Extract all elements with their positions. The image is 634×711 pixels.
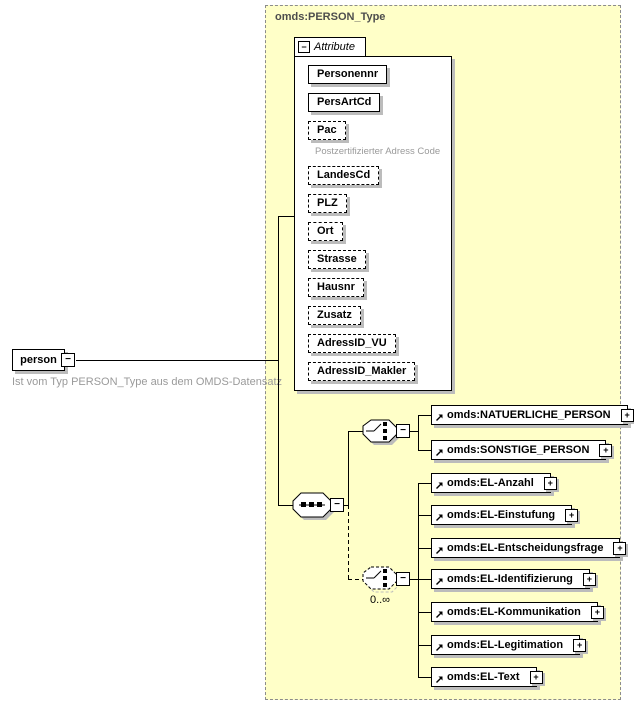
minus-icon: −	[334, 499, 340, 510]
attribute-label: Personennr	[317, 68, 379, 80]
element-el-kommunikation[interactable]: omds:EL-Kommunikation +	[431, 602, 604, 622]
expand-toggle[interactable]: +	[529, 671, 543, 684]
element-label: omds:NATUERLICHE_PERSON	[447, 409, 611, 421]
attribute-adressid-makler[interactable]: AdressID_Makler	[308, 362, 416, 381]
expand-toggle[interactable]: +	[573, 639, 587, 652]
attribute-label: PLZ	[317, 197, 338, 209]
element-el-legitimation[interactable]: omds:EL-Legitimation +	[431, 635, 587, 655]
plus-icon: +	[533, 672, 539, 682]
element-natuerliche-person[interactable]: omds:NATUERLICHE_PERSON +	[431, 405, 634, 425]
attribute-ort[interactable]: Ort	[308, 222, 343, 241]
minus-icon: −	[400, 425, 406, 436]
attribute-pac[interactable]: Pac	[308, 121, 346, 140]
expand-toggle[interactable]: +	[613, 542, 627, 555]
attribute-label: LandesCd	[317, 169, 371, 181]
attribute-adressid-vu[interactable]: AdressID_VU	[308, 334, 396, 353]
plus-icon: +	[547, 478, 553, 488]
root-element-label: person	[20, 354, 57, 366]
reference-arrow-icon	[436, 676, 443, 683]
element-label: omds:EL-Legitimation	[447, 639, 564, 651]
attributes-tab[interactable]: − Attribute	[294, 37, 366, 57]
collapse-toggle-attributes[interactable]: −	[298, 41, 310, 53]
attribute-plz[interactable]: PLZ	[308, 194, 347, 213]
element-label: omds:SONSTIGE_PERSON	[447, 444, 590, 456]
plus-icon: +	[576, 640, 583, 650]
collapse-toggle-sequence[interactable]: −	[330, 498, 344, 512]
plus-icon: +	[603, 445, 609, 455]
element-label: omds:EL-Einstufung	[447, 509, 556, 521]
reference-arrow-icon	[436, 482, 443, 489]
expand-toggle[interactable]: +	[582, 573, 596, 586]
expand-toggle[interactable]: +	[565, 509, 579, 522]
attribute-label: Strasse	[317, 253, 357, 265]
plus-icon: +	[617, 543, 623, 553]
attribute-zusatz[interactable]: Zusatz	[308, 306, 361, 325]
attribute-label: Zusatz	[317, 309, 352, 321]
collapse-toggle-choice[interactable]: −	[396, 424, 410, 438]
attribute-label: Ort	[317, 225, 334, 237]
attribute-landescd[interactable]: LandesCd	[308, 166, 380, 185]
element-el-entscheidungsfrage[interactable]: omds:EL-Entscheidungsfrage +	[431, 538, 627, 558]
attribute-label: AdressID_VU	[317, 337, 387, 349]
reference-arrow-icon	[436, 644, 443, 651]
attribute-label: AdressID_Makler	[317, 365, 407, 377]
reference-arrow-icon	[436, 611, 443, 618]
plus-icon: +	[586, 574, 593, 584]
element-label: omds:EL-Kommunikation	[447, 606, 581, 618]
element-el-einstufung[interactable]: omds:EL-Einstufung +	[431, 505, 579, 525]
attributes-header: Attribute	[314, 41, 355, 53]
attribute-label: Pac	[317, 124, 337, 136]
element-el-identifizierung[interactable]: omds:EL-Identifizierung +	[431, 569, 596, 589]
element-label: omds:EL-Entscheidungsfrage	[447, 542, 604, 554]
reference-arrow-icon	[436, 414, 443, 421]
occurrence-label: 0..∞	[369, 594, 391, 606]
complex-type-label: omds:PERSON_Type	[275, 11, 386, 23]
minus-icon: −	[65, 354, 71, 365]
element-el-anzahl[interactable]: omds:EL-Anzahl +	[431, 473, 557, 493]
plus-icon: +	[569, 510, 575, 520]
element-sonstige-person[interactable]: omds:SONSTIGE_PERSON +	[431, 440, 613, 460]
attribute-personennr[interactable]: Personennr	[308, 65, 388, 84]
root-element-annotation: Ist vom Typ PERSON_Type aus dem OMDS-Dat…	[12, 376, 283, 388]
minus-icon: −	[301, 42, 307, 52]
element-label: omds:EL-Anzahl	[447, 477, 534, 489]
attribute-persartcd[interactable]: PersArtCd	[308, 93, 381, 112]
element-label: omds:EL-Text	[447, 671, 520, 683]
root-element-person[interactable]: person	[12, 349, 65, 371]
element-label: omds:EL-Identifizierung	[447, 573, 573, 585]
attribute-label: PersArtCd	[317, 96, 372, 108]
expand-toggle[interactable]: +	[599, 444, 613, 457]
plus-icon: +	[594, 607, 600, 617]
reference-arrow-icon	[436, 449, 443, 456]
reference-arrow-icon	[436, 547, 443, 554]
collapse-toggle-repeat-choice[interactable]: −	[396, 572, 410, 586]
attribute-pac-annotation: Postzertifizierter Adress Code	[315, 146, 441, 157]
element-el-text[interactable]: omds:EL-Text +	[431, 667, 543, 687]
expand-toggle[interactable]: +	[620, 409, 634, 422]
attribute-strasse[interactable]: Strasse	[308, 250, 366, 269]
reference-arrow-icon	[436, 578, 443, 585]
minus-icon: −	[400, 573, 406, 584]
plus-icon: +	[624, 410, 630, 420]
attribute-hausnr[interactable]: Hausnr	[308, 278, 364, 297]
expand-toggle[interactable]: +	[543, 477, 557, 490]
attribute-label: Hausnr	[317, 281, 355, 293]
expand-toggle[interactable]: +	[590, 606, 604, 619]
collapse-toggle-person[interactable]: −	[61, 353, 75, 367]
reference-arrow-icon	[436, 514, 443, 521]
